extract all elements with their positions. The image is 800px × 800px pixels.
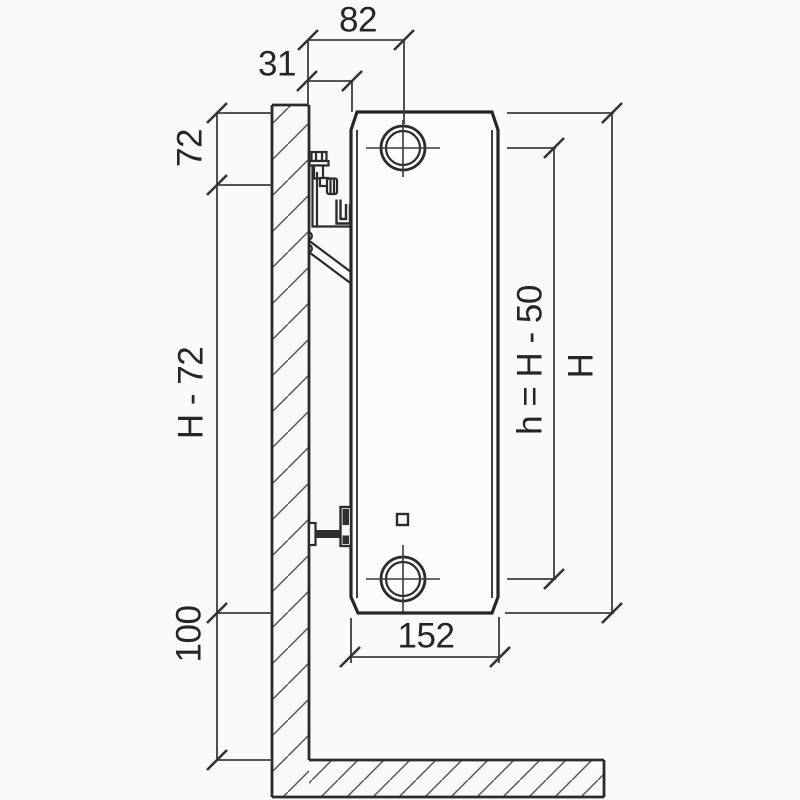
- dimension-ticks: [206, 29, 623, 771]
- radiator-side-seams: [356, 130, 493, 598]
- bottom-pipe-connection: [366, 545, 440, 612]
- bracket-strut: [308, 240, 352, 285]
- dim-31-label: 31: [258, 44, 296, 84]
- lower-clip: [339, 505, 353, 548]
- dim-H-label: H: [561, 353, 601, 379]
- screw-shaft: [312, 164, 325, 180]
- upper-wall-bracket: [307, 150, 352, 285]
- lower-wall-bracket: [307, 505, 353, 548]
- dim-h-formula-label: h = H - 50: [510, 285, 550, 435]
- dim-100-label: 100: [169, 605, 209, 663]
- bottom-connection-crosshair: [366, 545, 440, 612]
- radiator-outline: [349, 110, 500, 615]
- dim-152-label: 152: [397, 616, 455, 656]
- wall-plug-bumps: [307, 231, 313, 254]
- floor-section: [272, 758, 606, 799]
- dim-72-label: 72: [170, 129, 210, 167]
- dim-h-minus-72-label: H - 72: [171, 346, 211, 440]
- bracket-hook: [335, 199, 352, 225]
- side-nut: [325, 177, 339, 196]
- adjustment-screw-head: [310, 150, 328, 163]
- lower-anchor-shaft: [315, 530, 343, 538]
- drain-plug-square: [395, 512, 410, 527]
- dim-82-label: 82: [339, 0, 377, 40]
- wall-section: [270, 103, 311, 797]
- radiator-panel: [349, 110, 500, 615]
- top-pipe-connection: [366, 120, 440, 177]
- lower-anchor-flange: [307, 521, 317, 547]
- bracket-rail: [311, 165, 319, 227]
- top-connection-crosshair: [366, 120, 440, 177]
